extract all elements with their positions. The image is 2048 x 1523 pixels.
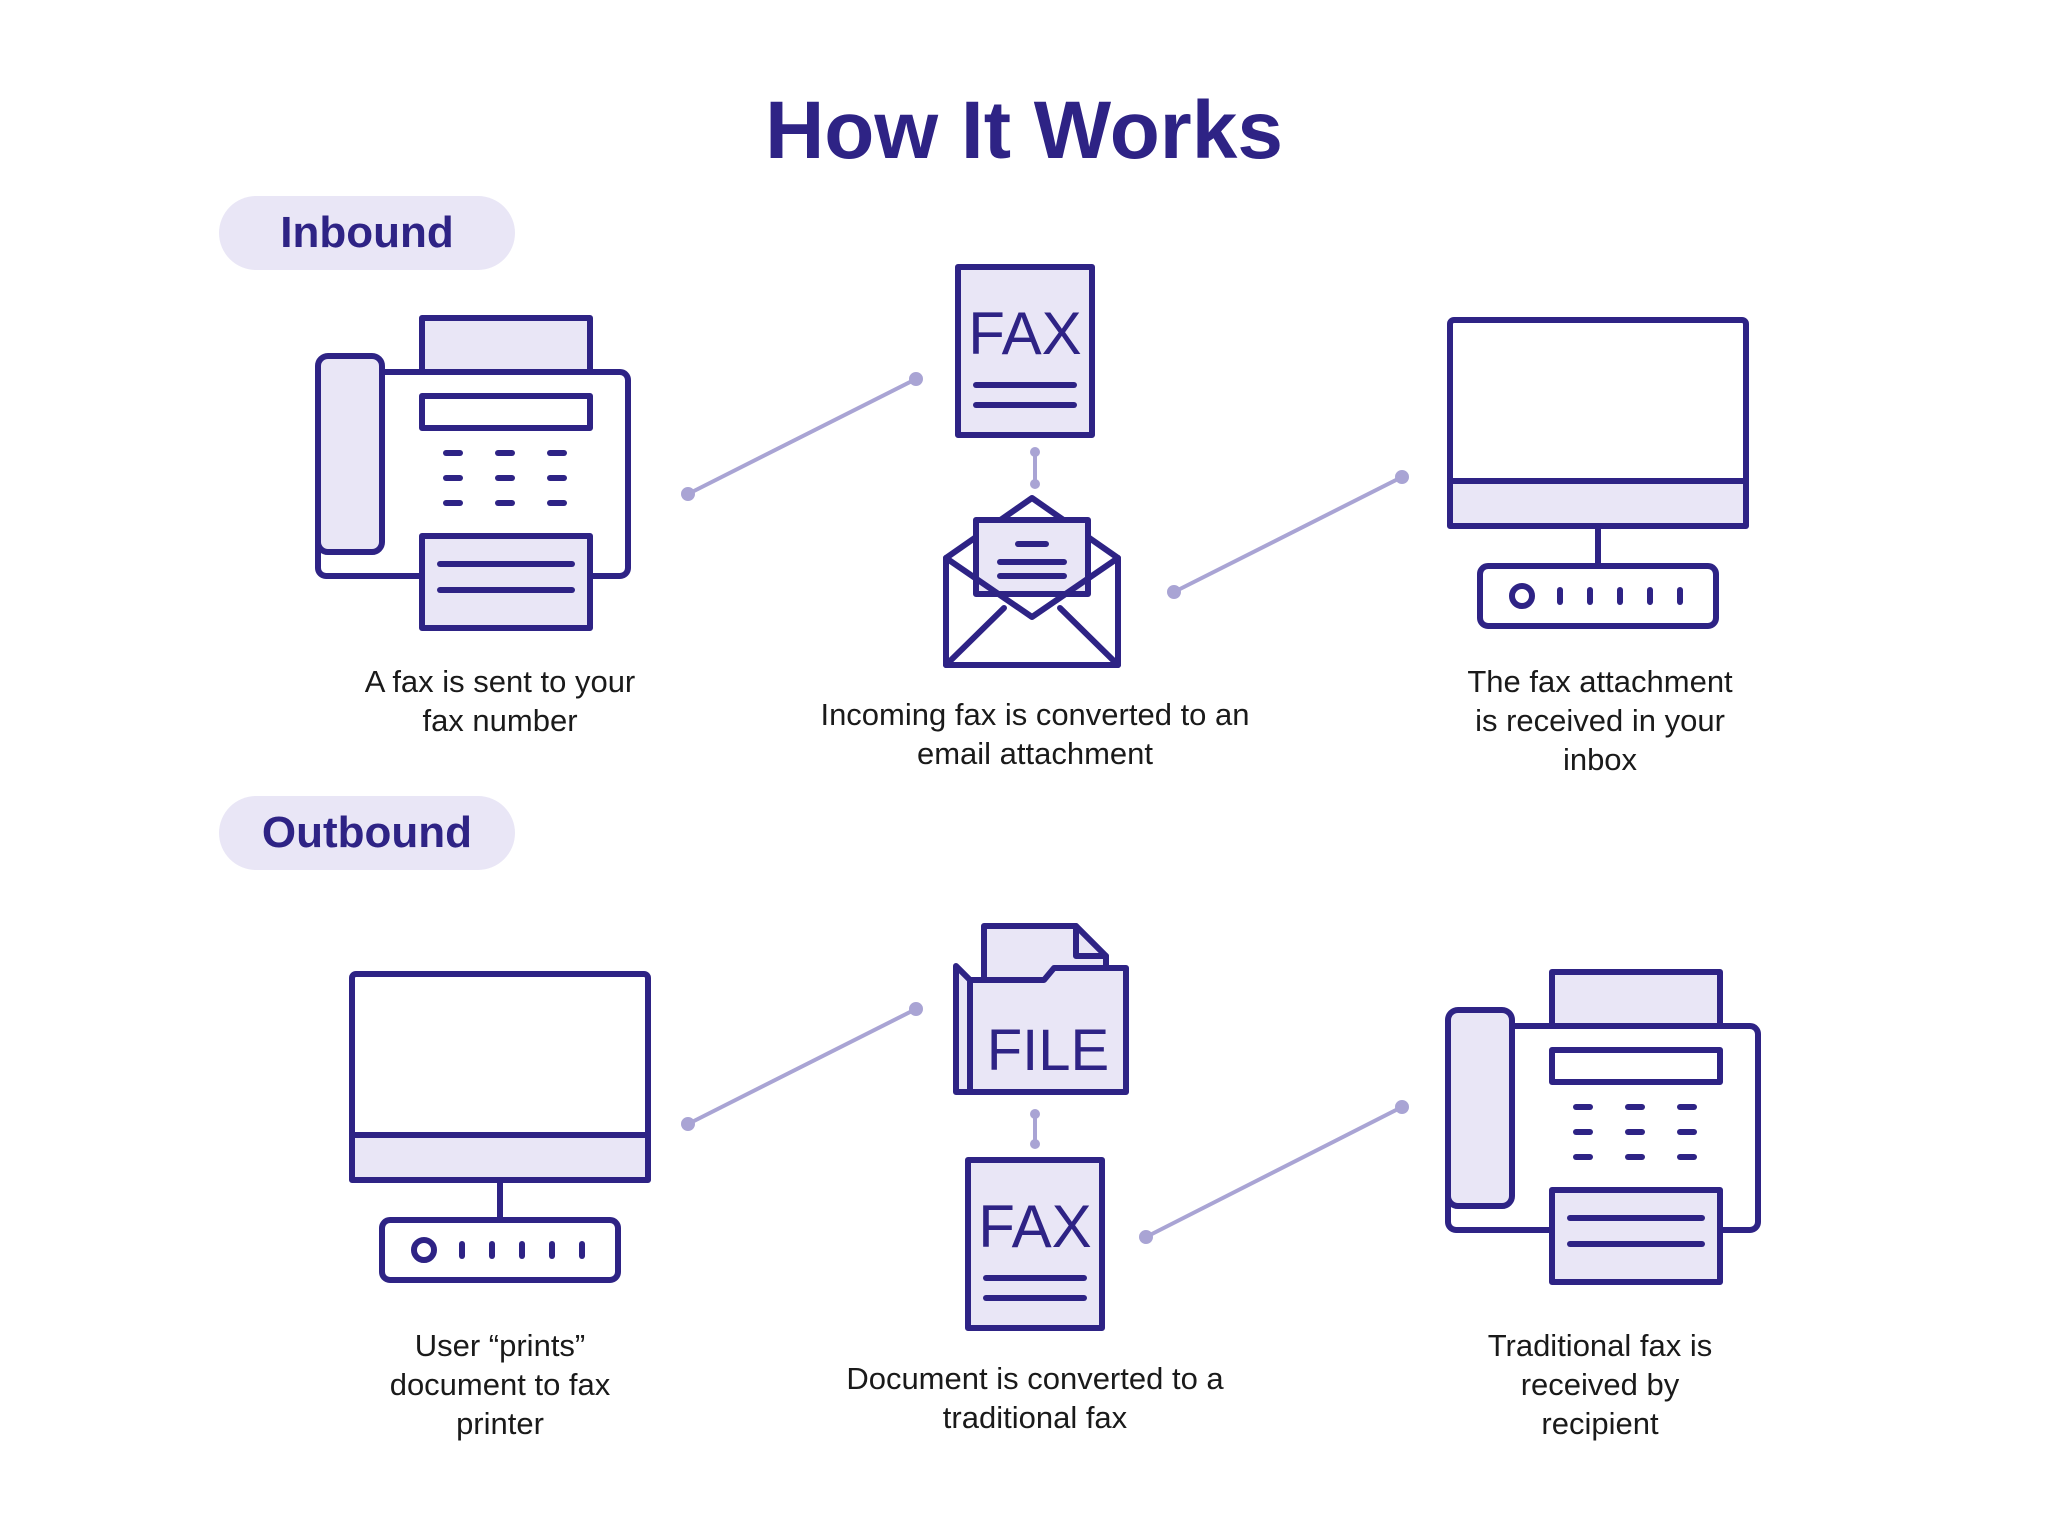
- connectors: [681, 372, 1409, 1244]
- fax-machine-icon: [315, 315, 631, 631]
- connector-line: [687, 377, 917, 496]
- inbound-label: Inbound: [219, 196, 515, 270]
- step-caption: User “prints” document to fax printer: [389, 1328, 611, 1441]
- connector-dot: [1167, 585, 1181, 599]
- step-caption: A fax is sent to your fax number: [364, 664, 636, 738]
- connector-line: [1173, 475, 1403, 594]
- step-caption: Incoming fax is converted to an email at…: [820, 697, 1250, 771]
- envelope-icon: [943, 495, 1121, 668]
- file-folder-label: FILE: [987, 1018, 1110, 1083]
- connector-dot: [1030, 479, 1040, 489]
- computer-icon: [1447, 317, 1749, 629]
- step-caption: Traditional fax is received by recipient: [1487, 1328, 1713, 1441]
- connector-dot: [1395, 470, 1409, 484]
- fax-document-label: FAX: [978, 1193, 1091, 1260]
- connector-line: [687, 1007, 917, 1126]
- connector-dot: [1030, 447, 1040, 457]
- connector-dot: [909, 372, 923, 386]
- fax-document-label: FAX: [968, 300, 1081, 367]
- connector-dot: [1395, 1100, 1409, 1114]
- fax-machine-icon: [1445, 969, 1761, 1285]
- connector-dot: [681, 487, 695, 501]
- page-title: How It Works: [765, 85, 1283, 176]
- file-folder-icon: [953, 923, 1129, 1095]
- step-caption: Document is converted to a traditional f…: [846, 1361, 1224, 1435]
- step-caption: The fax attachment is received in your i…: [1467, 664, 1733, 777]
- connector-dot: [909, 1002, 923, 1016]
- computer-icon: [349, 971, 651, 1283]
- connector-dot: [1030, 1139, 1040, 1149]
- outbound-label: Outbound: [219, 796, 515, 870]
- connector-line: [1145, 1105, 1403, 1239]
- connector-dot: [1030, 1109, 1040, 1119]
- fax-document-icon: [955, 264, 1095, 438]
- connector-dot: [681, 1117, 695, 1131]
- fax-document-icon: [965, 1157, 1105, 1331]
- connector-dot: [1139, 1230, 1153, 1244]
